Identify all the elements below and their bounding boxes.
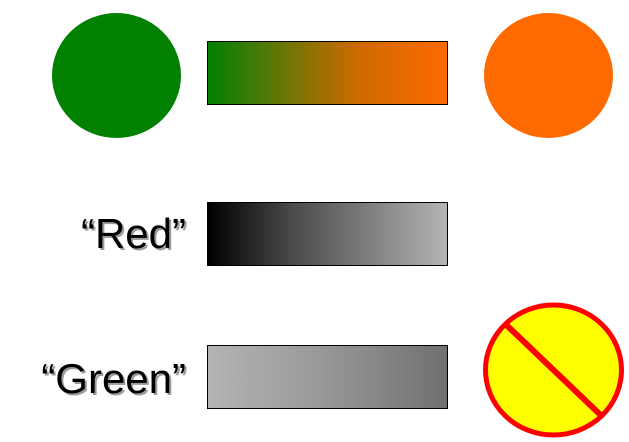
red-label: “Red” xyxy=(80,210,186,257)
no-symbol-icon xyxy=(483,302,624,438)
orange-circle xyxy=(484,13,613,138)
no-symbol-slash xyxy=(503,321,604,419)
gray-to-dark-gray-gradient-bar xyxy=(207,345,448,409)
green-label: “Green” xyxy=(41,355,186,402)
green-circle xyxy=(52,13,181,138)
green-to-orange-gradient-bar xyxy=(207,41,448,105)
black-to-gray-gradient-bar xyxy=(207,202,448,266)
